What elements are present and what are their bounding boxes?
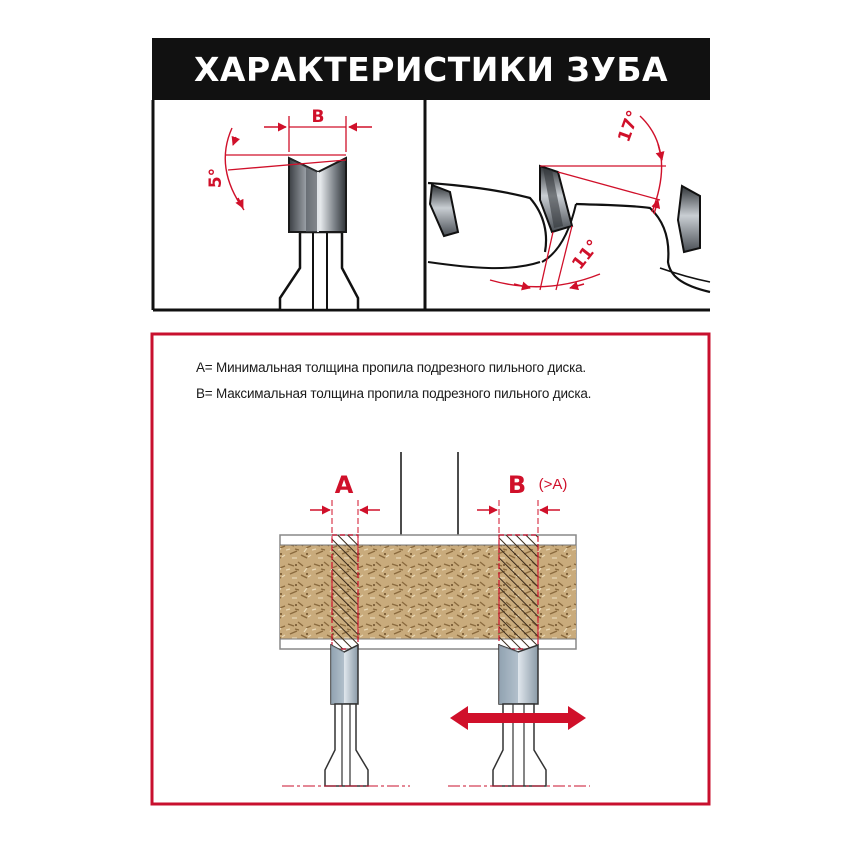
tooth-front-view — [278, 156, 360, 312]
face-angle-label: 5° — [206, 168, 226, 188]
blade-side-view — [427, 164, 711, 294]
kerf-b: B (>A) — [477, 471, 567, 650]
tooth-width-label: B — [312, 107, 325, 127]
tooth-geometry-panel — [151, 100, 710, 312]
scoring-blade-b — [448, 643, 590, 787]
clearance-angle-label: 11° — [568, 236, 604, 274]
legend-a: A= Минимальная толщина пропила подрезног… — [196, 360, 586, 375]
legend-b: B= Максимальная толщина пропила подрезно… — [196, 386, 592, 401]
title-banner: ХАРАКТЕРИСТИКИ ЗУБА — [152, 38, 710, 100]
kerf-a-label: A — [335, 471, 354, 499]
face-angle-annotation: 5° — [206, 127, 347, 211]
top-angle-label: 17° — [614, 108, 644, 145]
kerf-a: A — [310, 471, 380, 650]
kerf-b-label: B — [508, 471, 526, 499]
kerf-b-note: (>A) — [539, 476, 568, 493]
scoring-blade-a — [282, 643, 410, 787]
scoring-panel-frame — [150, 332, 711, 806]
adjustment-arrow-icon — [450, 706, 586, 730]
tooth-width-dimension: B — [264, 107, 372, 152]
page-title: ХАРАКТЕРИСТИКИ ЗУБА — [193, 49, 669, 89]
